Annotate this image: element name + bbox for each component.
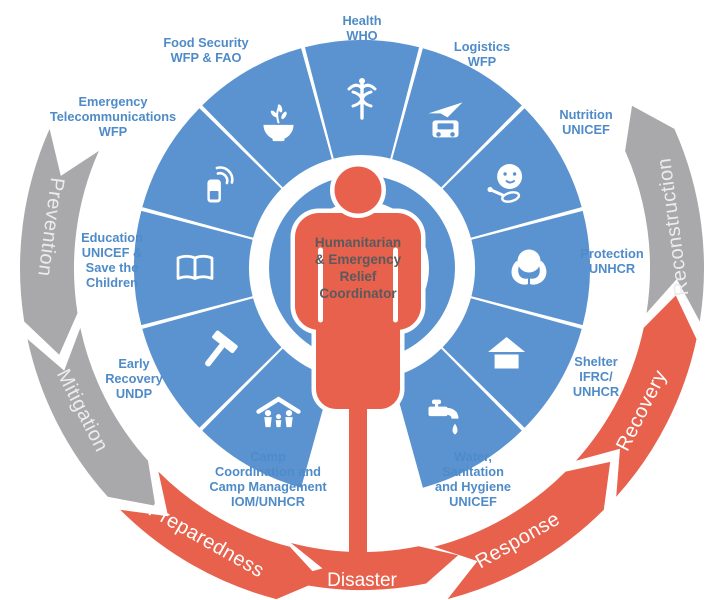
emergency-telecom-label-line: Telecommunications: [50, 109, 176, 124]
caduceus-icon: [347, 78, 377, 120]
arrow-mitigation: [27, 327, 156, 506]
arrow-disaster: [281, 543, 459, 590]
cccm-label-line: IOM/UNHCR: [231, 494, 305, 509]
logistics-label-line: Logistics: [454, 39, 510, 54]
sector-food-security: [202, 48, 332, 188]
health-label-line: Health: [342, 13, 381, 28]
food-security-label-line: WFP & FAO: [171, 50, 242, 65]
education-label-line: Education: [81, 230, 143, 245]
arrow-response: [434, 461, 611, 600]
education-label-line: Children: [86, 275, 138, 290]
house-icon: [488, 337, 526, 369]
bowl-wheat-icon: [263, 104, 294, 142]
phone-signal-icon: [207, 166, 234, 203]
emergency-telecom-label-line: Emergency: [79, 94, 149, 109]
coordinator-label: Humanitarian: [315, 235, 401, 250]
coordinator-label: Coordinator: [319, 286, 397, 301]
truck-plane-icon: [428, 102, 463, 138]
coordinator-label: Relief: [340, 269, 377, 284]
shelter-label-line: Shelter: [574, 354, 617, 369]
shelter-label-line: IFRC/: [579, 369, 613, 384]
cccm-label-line: Coordination and: [215, 464, 321, 479]
emergency-telecom-label-line: WFP: [99, 124, 128, 139]
early-recovery-label-line: Recovery: [105, 371, 164, 386]
cccm-label-line: Camp Management: [209, 479, 327, 494]
arrow-recovery: [576, 295, 697, 497]
faucet-drop-icon: [428, 399, 459, 435]
nutrition-label-line: UNICEF: [562, 122, 610, 137]
hammer-icon: [205, 330, 238, 367]
sector-emergency-telecom: [142, 108, 282, 238]
arrow-prevention: [20, 128, 99, 355]
wash-label-line: Sanitation: [442, 464, 504, 479]
food-security-label-line: Food Security: [163, 35, 249, 50]
family-roof-icon: [256, 396, 301, 428]
cccm-label-line: Camp: [250, 449, 286, 464]
protection-label-line: UNHCR: [589, 261, 635, 276]
shelter-label-line: UNHCR: [573, 384, 619, 399]
disaster-label: Disaster: [327, 570, 397, 591]
wash-label-line: and Hygiene: [435, 479, 511, 494]
coordinator-figure: [290, 162, 426, 562]
early-recovery-label-line: UNDP: [116, 386, 153, 401]
wash-label-line: Water,: [454, 449, 492, 464]
baby-spoon-icon: [487, 164, 523, 203]
health-label-line: WHO: [346, 28, 377, 43]
hands-person-icon: [511, 249, 547, 285]
protection-label-line: Protection: [580, 246, 643, 261]
logistics-label-line: WFP: [468, 54, 497, 69]
open-book-icon: [176, 254, 214, 280]
sector-education: [134, 210, 253, 326]
nutrition-label-line: Nutrition: [559, 107, 612, 122]
education-label-line: UNICEF &: [82, 245, 142, 260]
early-recovery-label-line: Early: [118, 356, 150, 371]
sector-logistics: [392, 48, 522, 188]
arrow-preparedness: [120, 471, 321, 600]
arrow-reconstruction: [625, 105, 704, 322]
wash-label-line: UNICEF: [449, 494, 497, 509]
coordinator-label: & Emergency: [315, 252, 402, 267]
education-label-line: Save the: [86, 260, 139, 275]
